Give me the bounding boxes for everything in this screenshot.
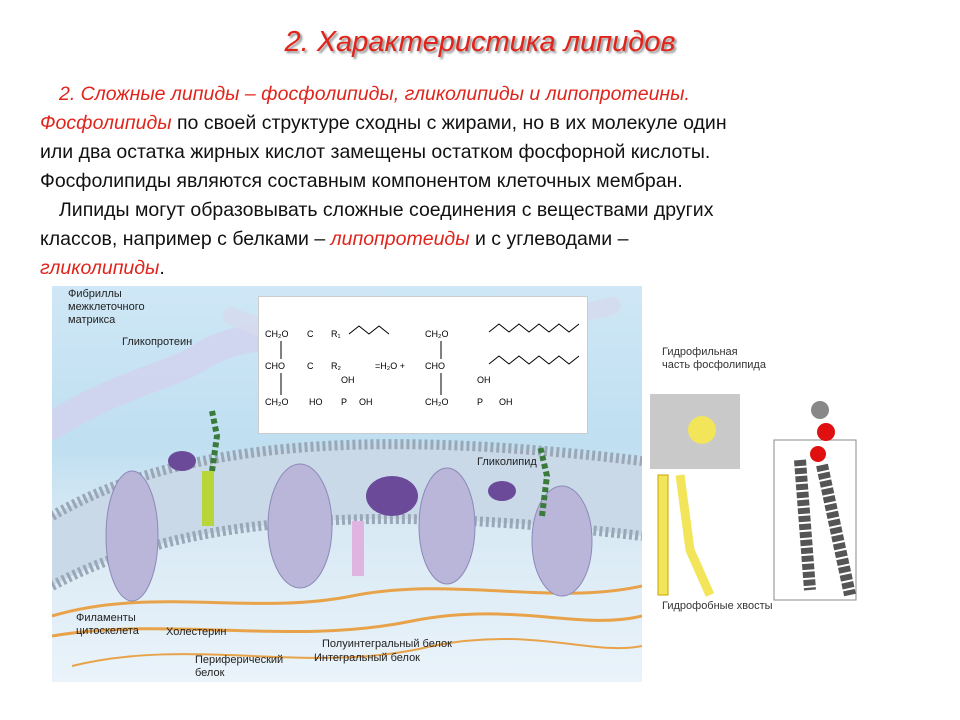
formula-cho: CHO: [265, 361, 285, 371]
text-line4: Фосфолипиды являются составным компонент…: [40, 170, 683, 192]
formula-ch2o-3: CH₂O: [425, 329, 449, 339]
text-line7-end: .: [159, 257, 165, 279]
formula-r1: R₁: [331, 329, 341, 339]
formula-oh-4: OH: [477, 375, 491, 385]
term-glycolipids: гликолипиды: [40, 257, 160, 279]
label-polyintegral-protein: Полуинтегральный белок: [322, 638, 452, 650]
formula-c-2: C: [307, 361, 314, 371]
term-phospholipids: Фосфолипиды: [40, 112, 172, 134]
label-integral-protein: Интегральный белок: [314, 652, 420, 664]
text-line3: или два остатка жирных кислот замещены о…: [40, 141, 711, 163]
label-hydrophobic-tails: Гидрофобные хвосты: [662, 600, 773, 612]
label-hydrophilic-part: Гидрофильная часть фосфолипида: [662, 346, 766, 371]
label-fibrils: Фибриллы межклеточного матрикса: [68, 288, 145, 326]
formula-c-1: C: [307, 329, 314, 339]
term-lipoproteids: липопротеиды: [330, 228, 470, 250]
formula-cho-2: CHO: [425, 361, 445, 371]
phospholipid-formula: CH₂O C R₁ CHO C R₂ CH₂O HO P OH OH =H₂O …: [258, 296, 588, 434]
formula-ch2o-4: CH₂O: [425, 397, 449, 407]
label-cholesterol: Холестерин: [166, 626, 227, 638]
label-glycoprotein: Гликопротеин: [122, 336, 193, 348]
formula-plus-water: =H₂O +: [375, 361, 405, 371]
body-text: 2. Сложные липиды – фосфолипиды, гликоли…: [40, 80, 920, 283]
text-line5: Липиды могут образовывать сложные соедин…: [59, 199, 714, 221]
formula-oh-3: OH: [499, 397, 513, 407]
phospholipid-drawing: [650, 394, 857, 601]
complex-lipids-line: 2. Сложные липиды – фосфолипиды, гликоли…: [59, 83, 690, 105]
label-glycolipid: Гликолипид: [477, 456, 537, 468]
slide-title: 2. Характеристика липидов: [284, 26, 676, 58]
formula-p-2: P: [477, 397, 483, 407]
formula-p-1: P: [341, 397, 347, 407]
formula-oh-2: OH: [341, 375, 355, 385]
phospholipid-model: Гидрофильная часть фосфолипида Гидрофобн…: [650, 340, 860, 620]
formula-r2: R₂: [331, 361, 341, 371]
text-line6a: классов, например с белками –: [40, 228, 331, 250]
label-peripheral-protein: Периферический белок: [195, 654, 284, 679]
formula-oh-1: OH: [359, 397, 373, 407]
text-line6b: и с углеводами –: [469, 228, 629, 250]
label-filaments: Филаменты цитоскелета: [76, 612, 139, 637]
formula-ho: HO: [309, 397, 323, 407]
formula-drawing: CH₂O C R₁ CHO C R₂ CH₂O HO P OH OH =H₂O …: [265, 323, 580, 407]
formula-ch2o-1: CH₂O: [265, 329, 289, 339]
text-line2: по своей структуре сходны с жирами, но в…: [171, 112, 727, 134]
formula-ch2o-2: CH₂O: [265, 397, 289, 407]
